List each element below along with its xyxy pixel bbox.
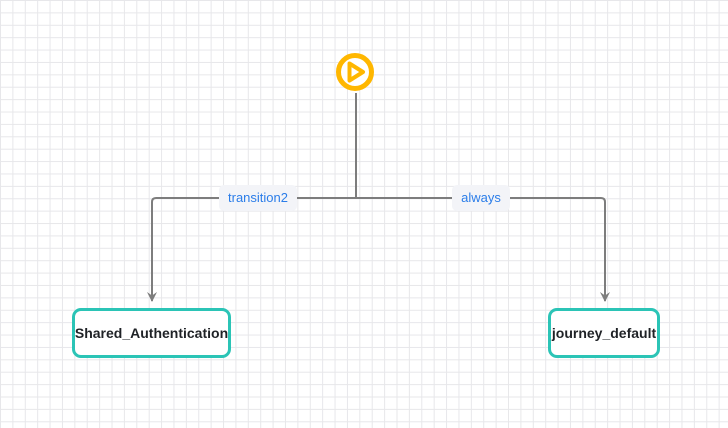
- play-icon: [336, 53, 374, 91]
- edge-transition2: [147, 197, 356, 302]
- node-journey-default[interactable]: journey_default: [548, 308, 660, 358]
- edge-always: [356, 197, 610, 302]
- edge-label-transition2[interactable]: transition2: [219, 185, 297, 211]
- node-label: Shared_Authentication: [74, 325, 229, 341]
- edge-label-always[interactable]: always: [452, 185, 510, 211]
- node-label: journey_default: [551, 325, 657, 341]
- start-node[interactable]: [334, 51, 376, 93]
- node-shared-authentication[interactable]: Shared_Authentication: [72, 308, 231, 358]
